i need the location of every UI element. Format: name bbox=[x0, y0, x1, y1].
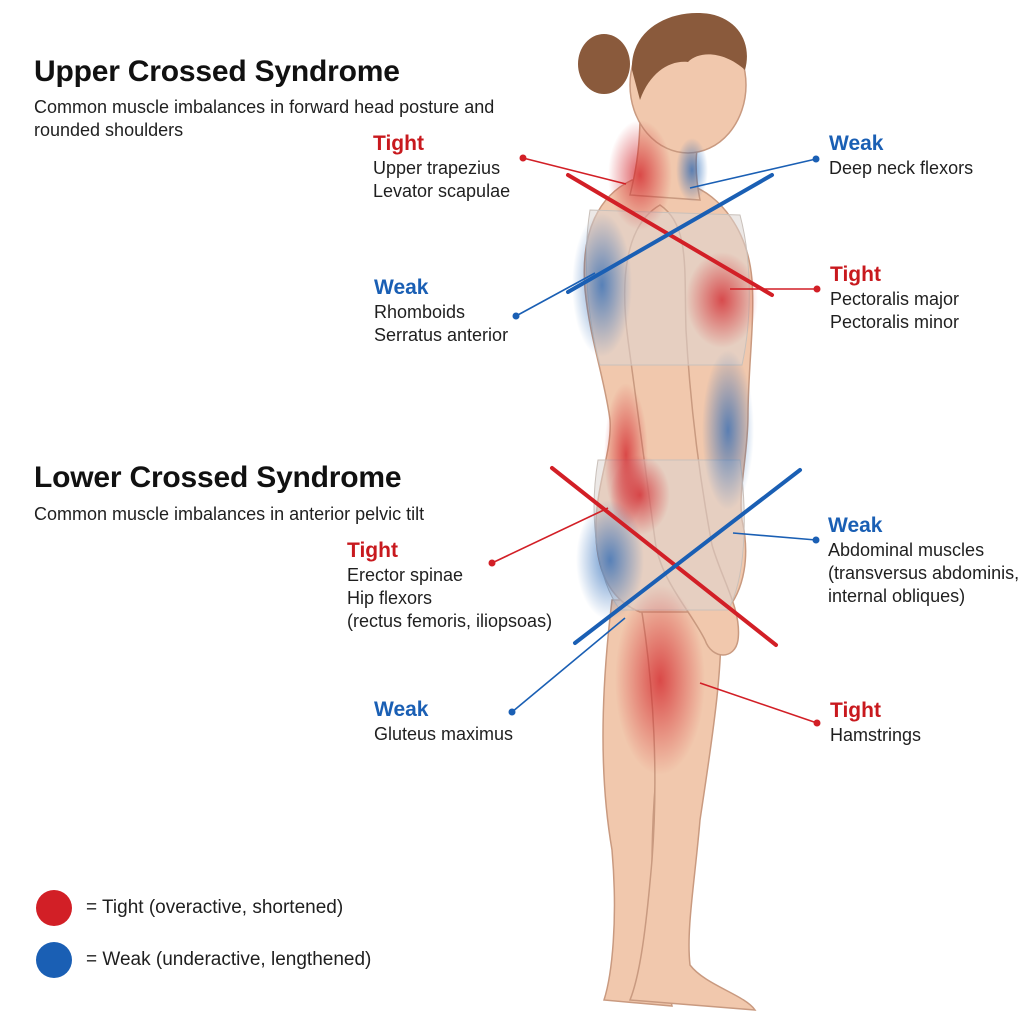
label-kind: Weak bbox=[829, 132, 884, 155]
deep-neck-flexor-highlight bbox=[676, 138, 708, 202]
blue-circle-icon bbox=[36, 942, 72, 978]
lower-crossed-title: Lower Crossed Syndrome bbox=[34, 461, 402, 494]
label-kind: Tight bbox=[830, 699, 881, 722]
muscle-name: Erector spinae bbox=[347, 565, 464, 585]
muscle-name: Deep neck flexors bbox=[829, 158, 974, 178]
hair bbox=[578, 13, 747, 100]
muscle-name: Pectoralis major bbox=[830, 289, 960, 309]
label-kind: Weak bbox=[374, 276, 429, 299]
lower-red-cross-line bbox=[550, 466, 778, 647]
muscle-name: Serratus anterior bbox=[374, 325, 509, 345]
upper-crossed-subtitle: Common muscle imbalances in forward head… bbox=[34, 97, 495, 140]
label-rhomboids: Weak Rhomboids Serratus anterior bbox=[374, 275, 508, 347]
muscle-name: Gluteus maximus bbox=[374, 724, 514, 744]
abdominal-highlight bbox=[702, 350, 754, 510]
legend-weak: = Weak (underactive, lengthened) bbox=[36, 940, 371, 980]
lower-blue-cross-line bbox=[573, 468, 802, 645]
muscle-name: internal obliques) bbox=[828, 586, 966, 606]
muscle-name: Levator scapulae bbox=[373, 181, 511, 201]
crossing-lines bbox=[550, 173, 802, 647]
label-upper-trapezius: Tight Upper trapezius Levator scapulae bbox=[373, 131, 510, 203]
hamstring-highlight bbox=[615, 585, 705, 775]
muscle-name: Pectoralis minor bbox=[830, 312, 960, 332]
label-deep-neck-flexors: Weak Deep neck flexors bbox=[829, 131, 973, 180]
legend-weak-text: = Weak (underactive, lengthened) bbox=[86, 949, 372, 970]
label-kind: Tight bbox=[830, 263, 881, 286]
leader-lines bbox=[488, 154, 821, 727]
rhomboid-highlight bbox=[572, 213, 632, 357]
muscle-name: Hip flexors bbox=[347, 588, 433, 608]
label-hamstrings: Tight Hamstrings bbox=[830, 698, 921, 747]
muscle-name: Hamstrings bbox=[830, 725, 922, 745]
label-kind: Tight bbox=[347, 539, 398, 562]
muscle-name: Upper trapezius bbox=[373, 158, 501, 178]
upper-crossed-title: Upper Crossed Syndrome bbox=[34, 55, 400, 88]
upper-trapezius-highlight bbox=[608, 120, 672, 230]
label-pectoralis: Tight Pectoralis major Pectoralis minor bbox=[830, 262, 959, 334]
label-abdominal-muscles: Weak Abdominal muscles (transversus abdo… bbox=[828, 513, 1019, 608]
hip-flexor-highlight bbox=[610, 455, 670, 535]
legend-tight-text: = Tight (overactive, shortened) bbox=[86, 897, 344, 918]
label-kind: Weak bbox=[828, 514, 883, 537]
label-gluteus-maximus: Weak Gluteus maximus bbox=[374, 697, 513, 746]
label-erector-spinae: Tight Erector spinae Hip flexors (rectus… bbox=[347, 538, 552, 633]
upper-blue-cross-line bbox=[566, 173, 774, 294]
muscle-name: (transversus abdominis, bbox=[828, 563, 1020, 583]
label-kind: Weak bbox=[374, 698, 429, 721]
muscle-highlights bbox=[572, 120, 758, 775]
muscle-name: Rhomboids bbox=[374, 302, 466, 322]
red-circle-icon bbox=[36, 890, 72, 926]
label-kind: Tight bbox=[373, 132, 424, 155]
legend-tight: = Tight (overactive, shortened) bbox=[36, 888, 343, 928]
muscle-name: (rectus femoris, iliopsoas) bbox=[347, 611, 553, 631]
muscle-name: Abdominal muscles bbox=[828, 540, 985, 560]
lower-crossed-subtitle: Common muscle imbalances in anterior pel… bbox=[34, 504, 425, 524]
